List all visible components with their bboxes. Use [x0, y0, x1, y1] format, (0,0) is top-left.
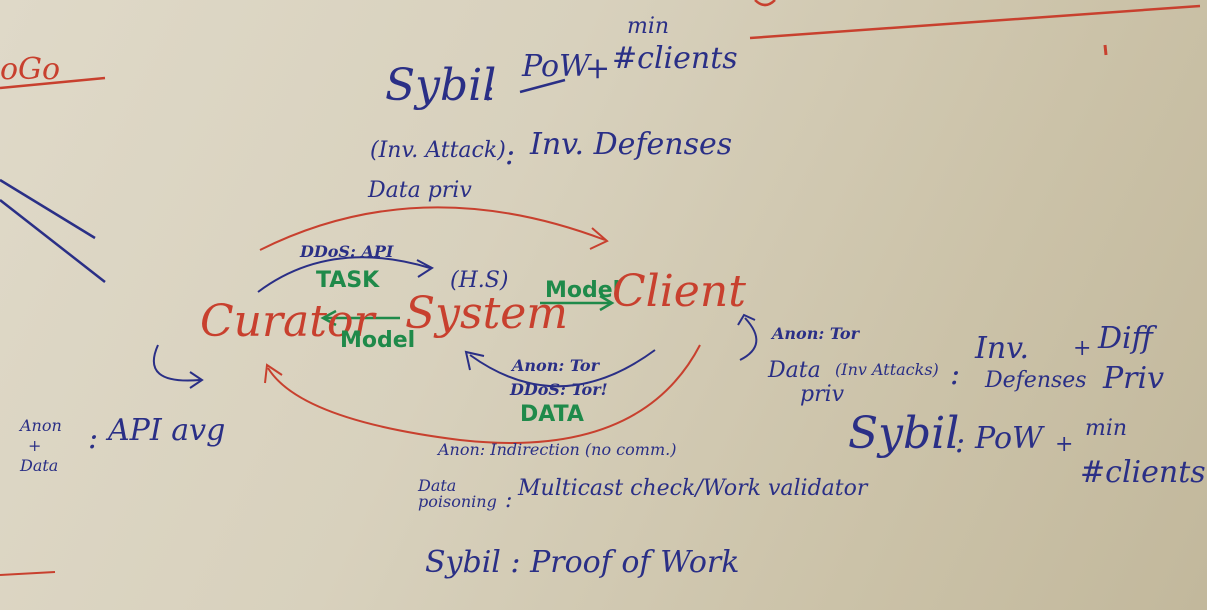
client-priv2: Priv — [1103, 361, 1165, 396]
red-arc-top — [754, 0, 776, 7]
client-inv-attacks: (Inv Attacks) — [835, 360, 939, 379]
anon-tor-mid: Anon: Tor — [512, 356, 599, 375]
left-data: Data — [20, 456, 59, 475]
bottom-anon-indirection: Anon: Indirection (no comm.) — [438, 440, 677, 459]
plus-top: + — [585, 51, 611, 86]
client-colon: : — [950, 357, 961, 392]
red-line-top-right — [749, 4, 1201, 40]
left-colon: : — [88, 421, 99, 456]
client-sybil: Sybil — [848, 408, 960, 459]
blue-ddos-arrow — [257, 256, 431, 293]
red-dot — [1103, 44, 1108, 56]
red-arc-bottom — [267, 344, 701, 444]
inv-colon-top: : — [505, 137, 516, 172]
client-priv: priv — [800, 382, 845, 407]
data-priv-top: Data priv — [368, 178, 472, 203]
bottom-colon: : — [505, 488, 513, 513]
client-num-clients: #clients — [1080, 455, 1206, 490]
ddos-tor-label: DDoS: Tor! — [510, 380, 608, 399]
blue-diagonal-2 — [0, 199, 106, 283]
client-plus2: + — [1055, 432, 1074, 457]
bottom-multicast: Multicast check/Work validator — [518, 476, 868, 501]
client-data: Data — [768, 358, 821, 383]
client-min: min — [1085, 416, 1128, 441]
client-label: Client — [612, 266, 746, 317]
left-anon: Anon — [20, 416, 62, 435]
client-defenses: Defenses — [985, 368, 1087, 393]
blue-curator-loop — [152, 344, 201, 382]
blue-client-loop — [739, 317, 758, 361]
red-line-bottom-left — [0, 571, 56, 576]
client-inv: Inv. — [975, 331, 1030, 366]
client-diff: Diff — [1098, 321, 1153, 356]
left-api-avg: API avg — [108, 413, 226, 448]
system-label: System — [405, 288, 569, 339]
pow-top: PoW — [522, 49, 590, 84]
left-plus: + — [28, 436, 42, 455]
client-anon-tor: Anon: Tor — [772, 324, 859, 343]
client-plus: + — [1073, 336, 1092, 361]
clients-top: #clients — [612, 41, 738, 76]
blue-arc-under-system — [469, 349, 656, 388]
task-label: TASK — [316, 268, 380, 293]
bottom-data-poisoning: Data poisoning — [418, 476, 497, 511]
red-underline-left — [0, 76, 106, 90]
bottom-sybil-pow: Sybil : Proof of Work — [425, 545, 740, 580]
inv-attack-label: (Inv. Attack) — [370, 138, 506, 163]
model-label-right: Model — [545, 278, 621, 303]
ddos-api-label: DDoS: API — [300, 242, 394, 261]
top-left-fragment: oGo — [0, 52, 61, 87]
inv-defenses-top: Inv. Defenses — [530, 127, 733, 162]
client-pow: PoW — [975, 421, 1043, 456]
hs-label: (H.S) — [450, 268, 509, 293]
sybil-top: Sybil — [385, 60, 497, 111]
pow-underline — [519, 78, 566, 94]
blue-diagonal-1 — [0, 178, 96, 240]
min-top: min — [627, 14, 670, 39]
sybil-top-colon: : — [484, 73, 495, 108]
curator-label: Curator — [200, 296, 375, 347]
red-arc-top-arrow — [259, 206, 606, 251]
client-colon2: : — [955, 425, 966, 460]
data-label-green: DATA — [520, 402, 584, 427]
model-label-left: Model — [340, 328, 416, 353]
